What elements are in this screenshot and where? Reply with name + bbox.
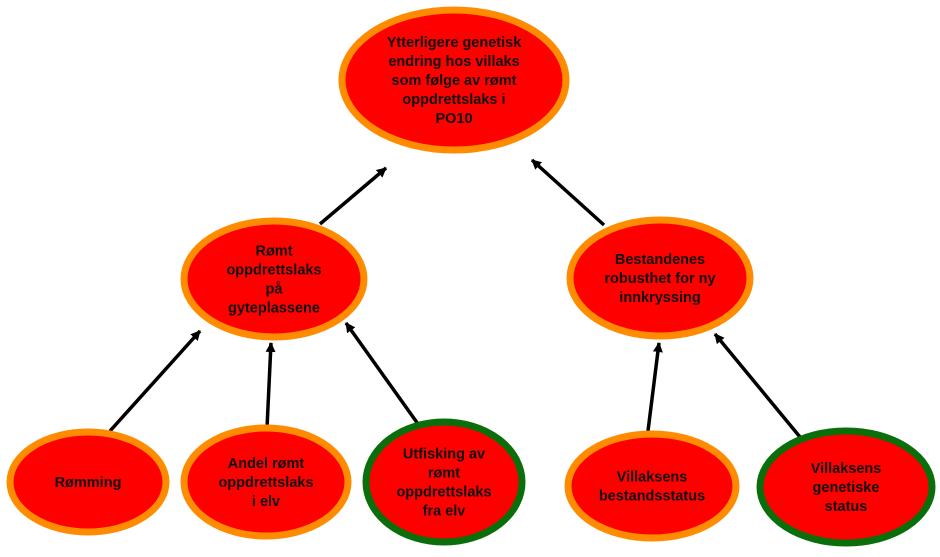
- node-removal-label-line: rømt: [428, 466, 460, 482]
- node-robustness-label-line: innkryssing: [619, 290, 700, 306]
- node-robustness-label-line: robusthet for ny: [604, 271, 715, 287]
- node-spawning-ellipse: [180, 217, 368, 341]
- node-genetic-label-line: Villaksens: [811, 461, 882, 477]
- node-share-label-line: oppdrettslaks: [218, 475, 313, 491]
- edge-genetic-to-robustness: [713, 332, 802, 439]
- node-top-label-line: endring hos villaks: [388, 54, 519, 70]
- edge-spawning-to-top: [318, 166, 388, 226]
- node-removal-ellipse: [362, 418, 526, 546]
- node-share: Andel rømt oppdrettslaks i elv: [180, 424, 352, 540]
- node-top-label-line: Ytterligere genetisk: [387, 35, 523, 51]
- node-genetic: Villaksens genetiske status: [756, 427, 936, 547]
- node-genetic-ellipse: [756, 427, 936, 547]
- node-removal-label-line: Utfisking av: [403, 447, 485, 463]
- node-share-label-line: Andel rømt: [228, 456, 305, 472]
- node-spawning-label-line: Rømt: [255, 244, 292, 260]
- node-share-label-line: i elv: [252, 494, 280, 510]
- node-robustness: Bestandenes robusthet for ny innkryssing: [566, 216, 754, 340]
- node-genetic-label-line: status: [825, 499, 868, 515]
- edges: [108, 158, 802, 439]
- node-top-label-line: PO10: [435, 111, 472, 127]
- node-stock-label-line: bestandsstatus: [599, 489, 705, 505]
- node-spawning: Rømt oppdrettslaks på gyteplassene: [180, 217, 368, 341]
- node-escape-label-line: Rømming: [55, 475, 122, 491]
- node-spawning-label-line: oppdrettslaks: [226, 263, 321, 279]
- node-robustness-label-line: Bestandenes: [615, 252, 705, 268]
- nodes: Ytterligere genetisk endring hos villaks s…: [6, 6, 936, 547]
- node-spawning-label-line: på: [266, 282, 284, 298]
- node-genetic-label-line: genetiske: [813, 480, 880, 496]
- node-stock: Villaksens bestandsstatus: [564, 430, 740, 542]
- node-top: Ytterligere genetisk endring hos villaks s…: [338, 6, 570, 154]
- edge-removal-to-spawning: [344, 321, 420, 426]
- node-escape-ellipse: [6, 428, 170, 536]
- node-stock-label-line: Villaksens: [617, 470, 688, 486]
- node-top-label-line: som følge av rømt: [392, 73, 517, 89]
- node-escape: Rømming: [6, 428, 170, 536]
- node-stock-ellipse: [564, 430, 740, 542]
- edge-stock-to-robustness: [646, 342, 663, 432]
- node-removal-label-line: fra elv: [423, 504, 466, 520]
- node-removal-label-line: oppdrettslaks: [396, 485, 491, 501]
- edge-share-to-spawning: [265, 342, 276, 429]
- edge-escape-to-spawning: [108, 329, 202, 433]
- node-spawning-label-line: gyteplassene: [228, 301, 320, 317]
- node-share-ellipse: [180, 424, 352, 540]
- node-top-label-line: oppdrettslaks i: [402, 92, 505, 108]
- edge-robustness-to-top: [530, 158, 606, 227]
- node-top-ellipse: [338, 6, 570, 154]
- node-removal: Utfisking av rømt oppdrettslaks fra elv: [362, 418, 526, 546]
- node-robustness-ellipse: [566, 216, 754, 340]
